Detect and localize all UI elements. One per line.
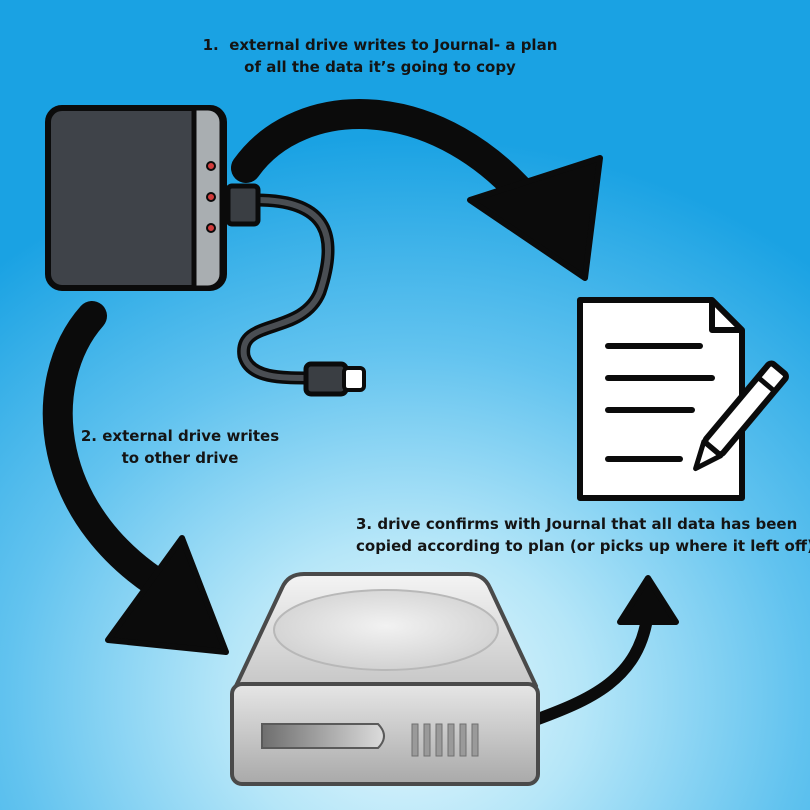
step-3-line-1: 3. drive confirms with Journal that all … bbox=[356, 513, 798, 535]
step-3-line-2: copied according to plan (or picks up wh… bbox=[356, 537, 810, 555]
indicator-led bbox=[206, 223, 216, 233]
step-1-number: 1. bbox=[202, 36, 219, 54]
step-1-text-1: external drive writes to Journal- a plan bbox=[229, 36, 558, 54]
journal-document-with-pencil-icon bbox=[577, 297, 789, 501]
indicator-led bbox=[206, 192, 216, 202]
step-2-label: 2. external drive writes to other drive bbox=[60, 425, 300, 469]
external-hard-drive-icon bbox=[45, 105, 366, 397]
step-1-line-1: 1. external drive writes to Journal- a p… bbox=[170, 34, 590, 56]
step-3-label: 3. drive confirms with Journal that all … bbox=[356, 513, 810, 557]
step-1-line-2: of all the data it’s going to copy bbox=[244, 58, 516, 76]
step-1-label: 1. external drive writes to Journal- a p… bbox=[170, 34, 590, 78]
step-2-text-1: external drive writes bbox=[102, 427, 280, 445]
arrow-drive-to-journal bbox=[231, 99, 603, 281]
internal-hard-drive-icon bbox=[230, 572, 540, 786]
arrow-disk-to-journal bbox=[524, 575, 679, 728]
step-2-line-1: 2. external drive writes bbox=[60, 425, 300, 447]
indicator-led bbox=[206, 161, 216, 171]
step-2-number: 2. bbox=[80, 427, 98, 445]
step-3-number: 3. bbox=[356, 515, 373, 533]
step-2-line-2: to other drive bbox=[121, 449, 239, 467]
arrow-drive-to-disk bbox=[42, 301, 229, 655]
step-3-text-1: drive confirms with Journal that all dat… bbox=[377, 515, 798, 533]
